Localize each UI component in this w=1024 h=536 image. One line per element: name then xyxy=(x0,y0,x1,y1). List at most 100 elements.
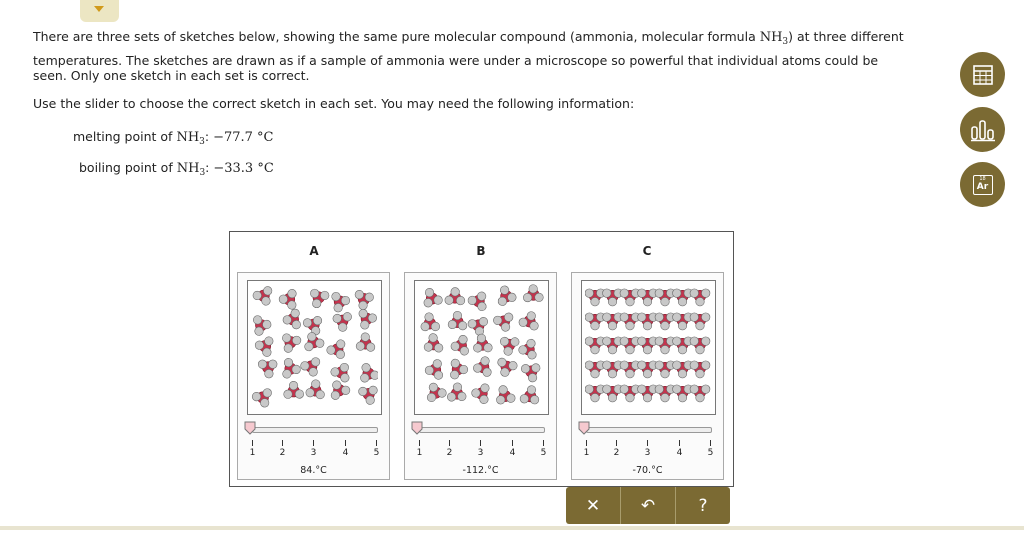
slider-tick xyxy=(543,440,544,446)
ammonia-molecule xyxy=(689,312,711,331)
ammonia-molecule xyxy=(473,333,493,353)
ammonia-molecule xyxy=(467,291,487,312)
calculator-icon xyxy=(972,64,993,85)
ammonia-molecule xyxy=(493,312,514,332)
slider-tick-label: 5 xyxy=(373,448,380,458)
slider-tick-label: 1 xyxy=(416,448,423,458)
ammonia-molecule xyxy=(602,312,623,331)
ammonia-molecule xyxy=(637,288,658,307)
intro-line-3: seen. Only one sketch in each set is cor… xyxy=(33,68,310,83)
slider-thumb-c[interactable] xyxy=(578,421,590,435)
slider-thumb-b[interactable] xyxy=(411,421,423,435)
ammonia-molecule xyxy=(251,388,272,408)
ammonia-molecule xyxy=(447,382,467,402)
collapse-tab[interactable] xyxy=(80,0,119,22)
intro-line-2: temperatures. The sketches are drawn as … xyxy=(33,53,879,68)
ammonia-molecule xyxy=(305,379,325,400)
ammonia-molecule xyxy=(326,339,346,359)
ammonia-molecule xyxy=(283,381,304,399)
ammonia-molecule xyxy=(355,332,376,352)
slider-tick xyxy=(419,440,420,446)
ammonia-molecule xyxy=(310,288,330,309)
chart-icon xyxy=(970,119,995,141)
ammonia-molecule xyxy=(330,380,351,400)
set-label-b: B xyxy=(476,244,486,258)
slider-tick-label: 3 xyxy=(310,448,317,458)
ammonia-molecule xyxy=(689,336,711,355)
ammonia-molecule xyxy=(689,360,711,379)
sketch-c xyxy=(581,280,716,415)
ammonia-molecule xyxy=(689,288,711,307)
ammonia-molecule xyxy=(585,360,606,379)
ammonia-molecule xyxy=(602,360,623,379)
ammonia-molecule xyxy=(672,360,693,379)
ammonia-molecule xyxy=(637,336,658,355)
slider-track-c[interactable] xyxy=(586,427,712,433)
slider-tick xyxy=(616,440,617,446)
set-label-c: C xyxy=(642,244,652,258)
ammonia-molecule xyxy=(585,288,606,307)
ammonia-molecule xyxy=(518,338,537,360)
slider-tick xyxy=(710,440,711,446)
slider-tick-label: 1 xyxy=(583,448,590,458)
ammonia-molecule xyxy=(354,290,374,310)
calculator-button[interactable] xyxy=(960,52,1005,97)
slider-track-a[interactable] xyxy=(252,427,378,433)
ammonia-molecule xyxy=(602,288,623,307)
slider-tick-label: 4 xyxy=(509,448,516,458)
ammonia-molecule xyxy=(672,384,693,403)
chart-button[interactable] xyxy=(960,107,1005,152)
slider-track-b[interactable] xyxy=(419,427,545,433)
intro-line-1: There are three sets of sketches below, … xyxy=(33,29,904,47)
slider-tick-label: 4 xyxy=(342,448,349,458)
slider-tick-label: 2 xyxy=(279,448,286,458)
ammonia-molecule xyxy=(602,384,623,403)
slider-tick-label: 2 xyxy=(446,448,453,458)
ammonia-molecule xyxy=(602,336,623,355)
slider-tick xyxy=(449,440,450,446)
slider-tick-label: 3 xyxy=(644,448,651,458)
ammonia-molecule xyxy=(358,309,377,330)
slider-tick xyxy=(647,440,648,446)
ammonia-molecule xyxy=(619,312,641,331)
ammonia-molecule xyxy=(654,360,676,379)
undo-button[interactable]: ↶ xyxy=(621,487,676,524)
ammonia-molecule xyxy=(585,312,606,331)
slider-tick-label: 5 xyxy=(540,448,547,458)
slider-tick xyxy=(376,440,377,446)
ammonia-molecule xyxy=(500,336,520,356)
ammonia-molecule xyxy=(672,336,693,355)
ammonia-molecule xyxy=(253,315,272,336)
boiling-point: boiling point of NH3: −33.3 °C xyxy=(79,160,274,178)
ammonia-molecule xyxy=(332,312,352,332)
temperature-c: -70.°C xyxy=(632,465,663,476)
ammonia-molecule xyxy=(471,383,490,405)
ammonia-molecule xyxy=(654,384,676,403)
ammonia-molecule xyxy=(447,310,468,331)
ammonia-molecule xyxy=(282,333,302,353)
bottom-divider xyxy=(0,526,1024,530)
ammonia-molecule xyxy=(619,384,641,403)
ammonia-molecule xyxy=(252,286,273,306)
intro-line-4: Use the slider to choose the correct ske… xyxy=(33,96,635,111)
ammonia-molecule xyxy=(518,311,539,331)
help-button[interactable]: ? xyxy=(698,495,708,516)
ammonia-molecule xyxy=(523,284,544,303)
clear-button[interactable]: ✕ xyxy=(566,487,621,524)
ammonia-molecule xyxy=(672,288,693,307)
slider-tick xyxy=(252,440,253,446)
ammonia-molecule xyxy=(304,332,325,352)
ammonia-molecule xyxy=(424,359,444,380)
slider-thumb-a[interactable] xyxy=(244,421,256,435)
periodic-table-icon: 18 Ar xyxy=(972,174,993,195)
periodic-table-button[interactable]: 18 Ar xyxy=(960,162,1005,207)
melting-point: melting point of NH3: −77.7 °C xyxy=(73,129,274,147)
ammonia-molecule xyxy=(497,357,518,377)
slider-tick xyxy=(679,440,680,446)
ammonia-molecule xyxy=(637,384,658,403)
ammonia-molecule xyxy=(254,336,274,357)
ammonia-molecule xyxy=(444,287,466,306)
ammonia-molecule xyxy=(423,333,444,353)
ammonia-molecule xyxy=(467,317,489,336)
